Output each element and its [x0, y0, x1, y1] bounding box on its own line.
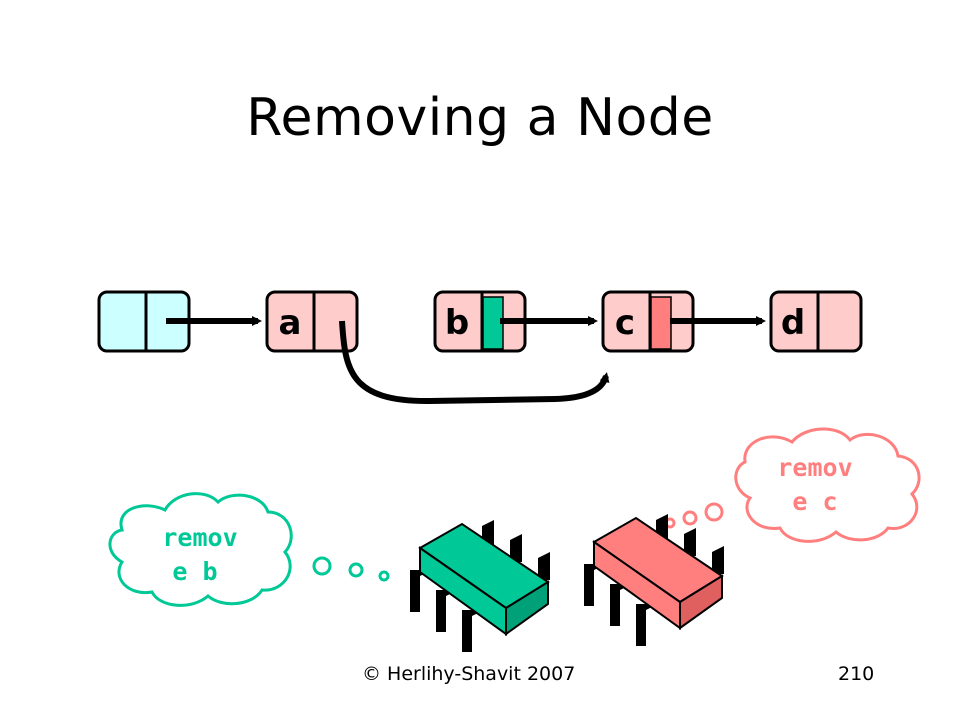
processor-chip-green-icon: [410, 520, 550, 652]
processor-chip-red-icon: [584, 514, 724, 646]
list-node-c: c: [601, 290, 695, 353]
page-number: 210: [838, 663, 875, 685]
thought-cloud-red: remov e c: [664, 427, 921, 543]
footer-credit: © Herlihy-Shavit 2007: [362, 663, 576, 685]
slide-title: Removing a Node: [246, 88, 714, 148]
thought-text-green-line2: e b: [172, 557, 217, 586]
node-label-b: b: [445, 303, 469, 343]
node-label-a: a: [279, 303, 302, 343]
pointer-a-to-c-curved: [339, 320, 610, 405]
list-node-b: b: [433, 290, 527, 353]
list-node-d: d: [769, 290, 863, 353]
thought-text-red-line2: e c: [792, 487, 837, 516]
thought-text-green-line1: remov: [162, 523, 237, 552]
list-node-a: a: [265, 290, 359, 353]
node-label-d: d: [781, 303, 805, 343]
lock-c-red: [650, 296, 672, 350]
node-label-c: c: [615, 303, 635, 343]
thought-cloud-green: remov e b: [108, 492, 390, 607]
thought-text-red-line1: remov: [777, 453, 852, 482]
